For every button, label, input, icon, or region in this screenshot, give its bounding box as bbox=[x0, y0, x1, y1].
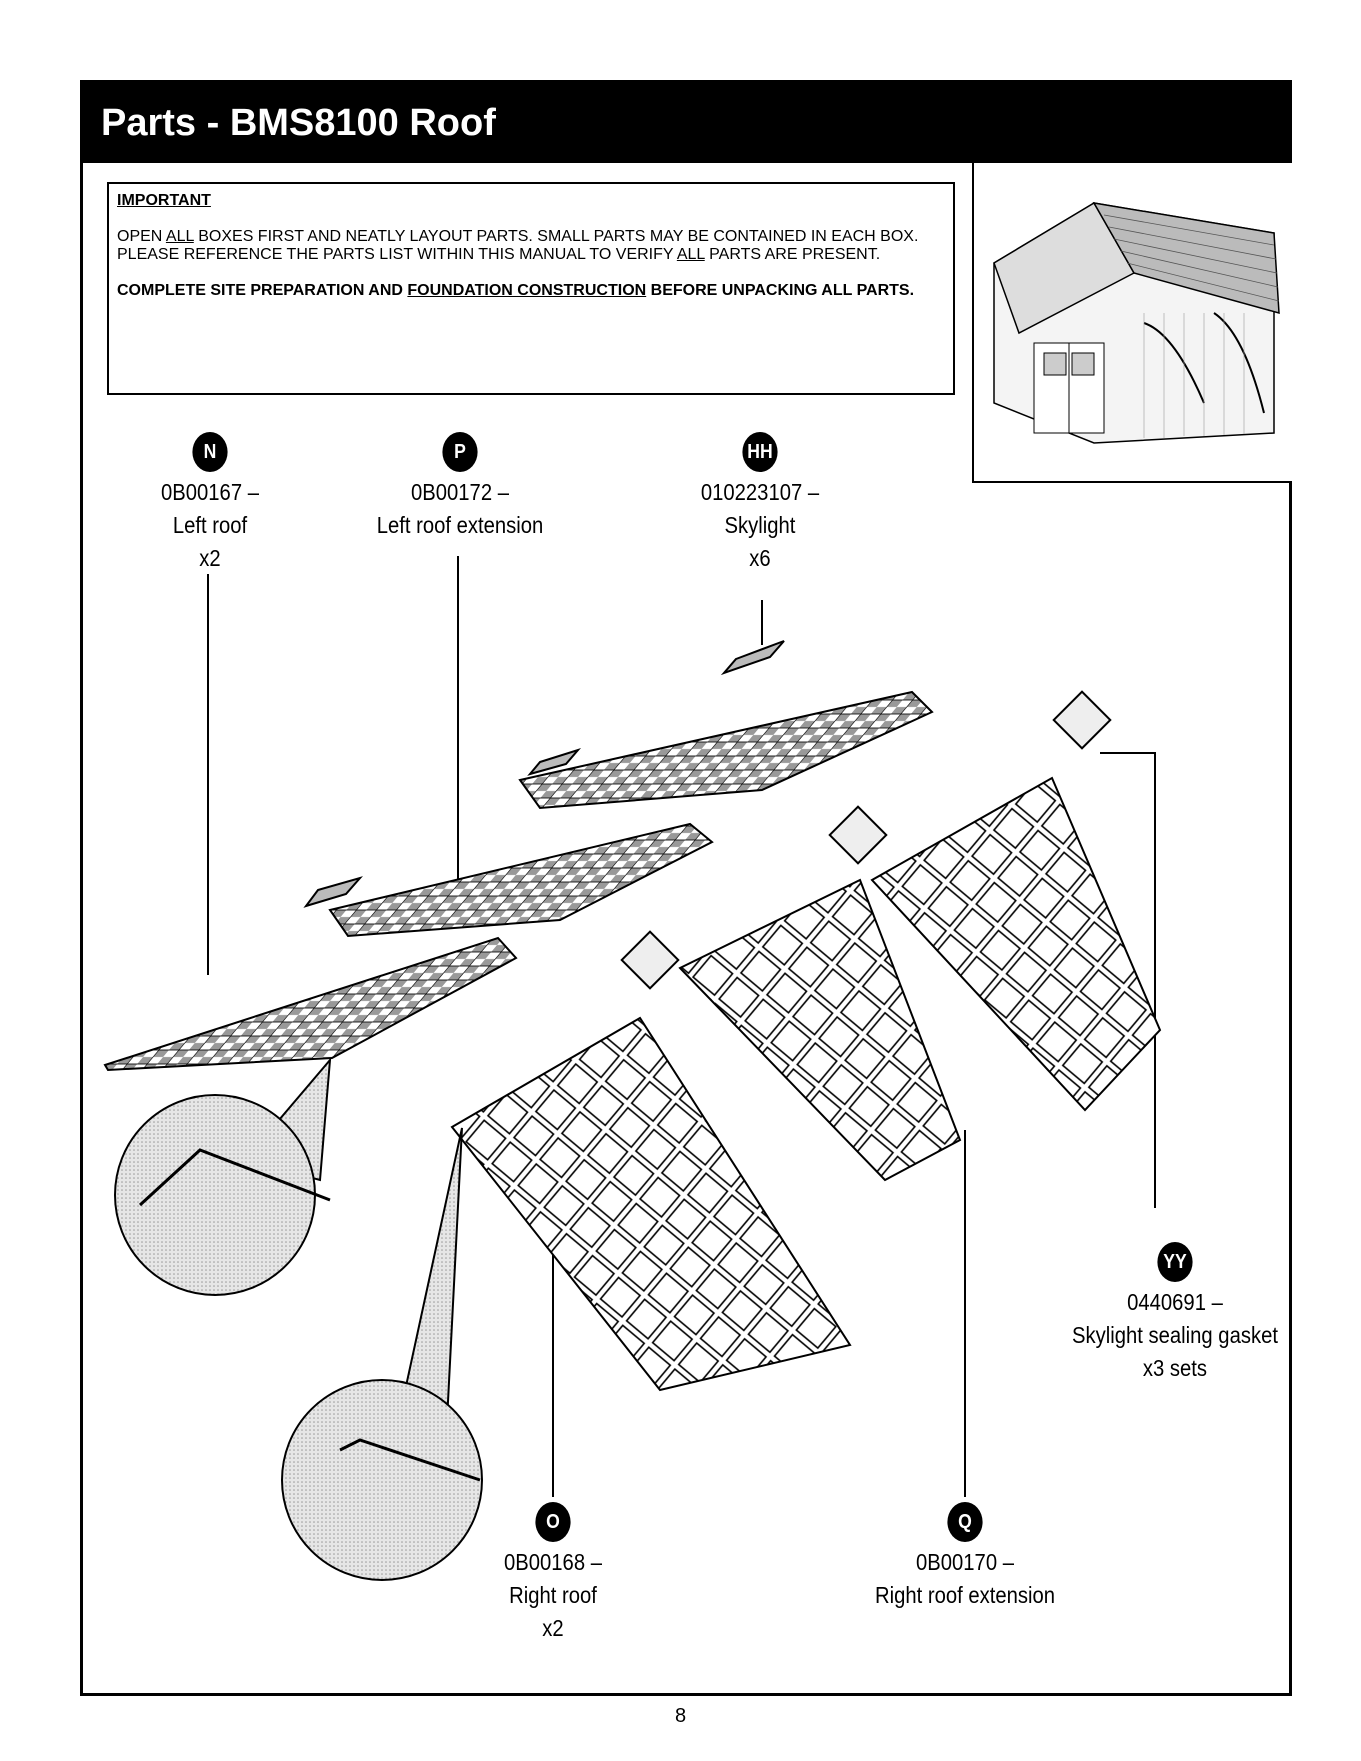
part-badge: N bbox=[192, 432, 228, 472]
detail-callouts bbox=[114, 1056, 483, 1581]
part-label-Q: Q 0B00170 – Right roof extension bbox=[859, 1502, 1070, 1612]
part-label-P: P 0B00172 – Left roof extension bbox=[354, 432, 565, 542]
part-qty: x3 sets bbox=[1142, 1355, 1208, 1381]
part-code: 010223107 – bbox=[700, 479, 820, 505]
skylights bbox=[303, 640, 785, 908]
part-code: 0B00172 – bbox=[411, 479, 509, 505]
part-label-YY: YY 0440691 – Skylight sealing gasket x3 … bbox=[1052, 1242, 1298, 1385]
part-badge: O bbox=[535, 1502, 571, 1542]
part-name: Left roof extension bbox=[376, 512, 544, 538]
part-label-N: N 0B00167 – Left roof x2 bbox=[131, 432, 289, 575]
part-badge: P bbox=[442, 432, 478, 472]
gaskets bbox=[620, 690, 1112, 990]
part-badge: YY bbox=[1157, 1242, 1193, 1282]
page-title: Parts - BMS8100 Roof bbox=[83, 83, 1289, 163]
part-label-HH: HH 010223107 – Skylight x6 bbox=[672, 432, 848, 575]
part-qty: x2 bbox=[199, 545, 221, 571]
page-frame: Parts - BMS8100 Roof IMPORTANT OPEN ALL … bbox=[80, 80, 1292, 1696]
notice-paragraph-2: COMPLETE SITE PREPARATION AND FOUNDATION… bbox=[117, 282, 915, 299]
part-name: Right roof extension bbox=[874, 1582, 1056, 1608]
page-number: 8 bbox=[674, 1705, 687, 1727]
part-name: Left roof bbox=[172, 512, 248, 538]
part-code: 0B00168 – bbox=[504, 1549, 602, 1575]
notice-paragraph-1: OPEN ALL BOXES FIRST AND NEATLY LAYOUT P… bbox=[117, 228, 919, 263]
part-code: 0B00167 – bbox=[161, 479, 259, 505]
part-name: Skylight bbox=[724, 512, 796, 538]
part-label-O: O 0B00168 – Right roof x2 bbox=[474, 1502, 632, 1645]
part-qty: x6 bbox=[749, 545, 771, 571]
part-name: Right roof bbox=[509, 1582, 597, 1608]
part-code: 0440691 – bbox=[1127, 1289, 1223, 1315]
right-roof-panels bbox=[450, 776, 1162, 1392]
shed-thumbnail bbox=[972, 163, 1292, 483]
left-roof-panels bbox=[103, 690, 934, 1072]
part-badge: HH bbox=[742, 432, 778, 472]
important-notice: IMPORTANT OPEN ALL BOXES FIRST AND NEATL… bbox=[107, 182, 955, 395]
part-name: Skylight sealing gasket bbox=[1072, 1322, 1278, 1348]
part-badge: Q bbox=[947, 1502, 983, 1542]
shed-illustration bbox=[993, 201, 1280, 444]
part-code: 0B00170 – bbox=[916, 1549, 1014, 1575]
part-qty: x2 bbox=[542, 1615, 564, 1641]
notice-heading: IMPORTANT bbox=[117, 192, 211, 209]
